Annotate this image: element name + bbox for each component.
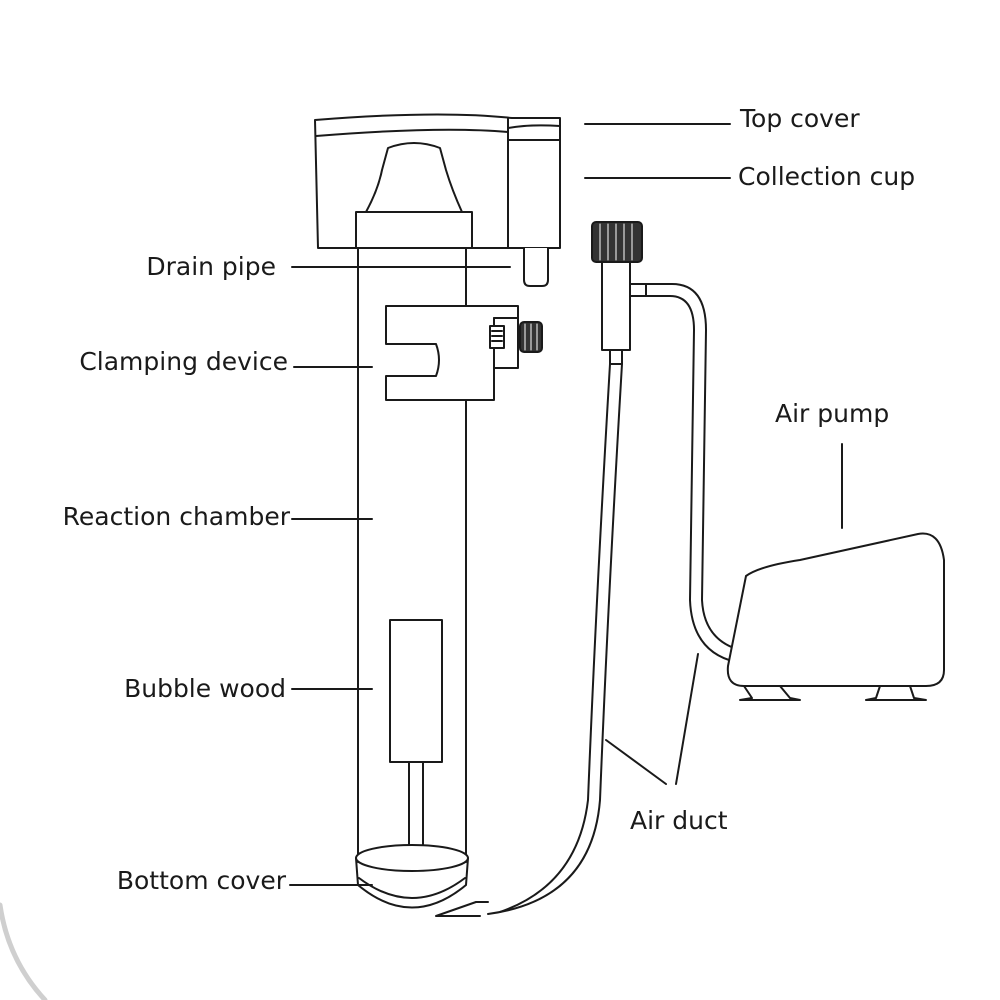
- clamping-device-shape: [385, 305, 543, 401]
- label-air-duct: Air duct: [630, 806, 728, 835]
- drain-pipe-shape: [523, 247, 549, 287]
- label-bubble-wood: Bubble wood: [124, 674, 286, 703]
- leader-lines: [289, 123, 843, 886]
- air-pump-shape: [726, 532, 945, 701]
- label-reaction-chamber: Reaction chamber: [62, 502, 290, 531]
- label-air-pump: Air pump: [775, 399, 890, 428]
- bubble-wood-shape: [389, 619, 443, 869]
- label-collection-cup: Collection cup: [738, 162, 916, 191]
- label-bottom-cover: Bottom cover: [116, 866, 286, 895]
- collection-cup-shape: [355, 142, 473, 249]
- label-drain-pipe: Drain pipe: [146, 252, 276, 281]
- label-clamping-device: Clamping device: [79, 347, 288, 376]
- air-valve-shape: [591, 221, 647, 365]
- background-arc: [0, 902, 48, 1000]
- bottom-cover-shape: [355, 844, 469, 909]
- air-duct-tubes: [435, 283, 741, 917]
- label-top-cover: Top cover: [740, 104, 860, 133]
